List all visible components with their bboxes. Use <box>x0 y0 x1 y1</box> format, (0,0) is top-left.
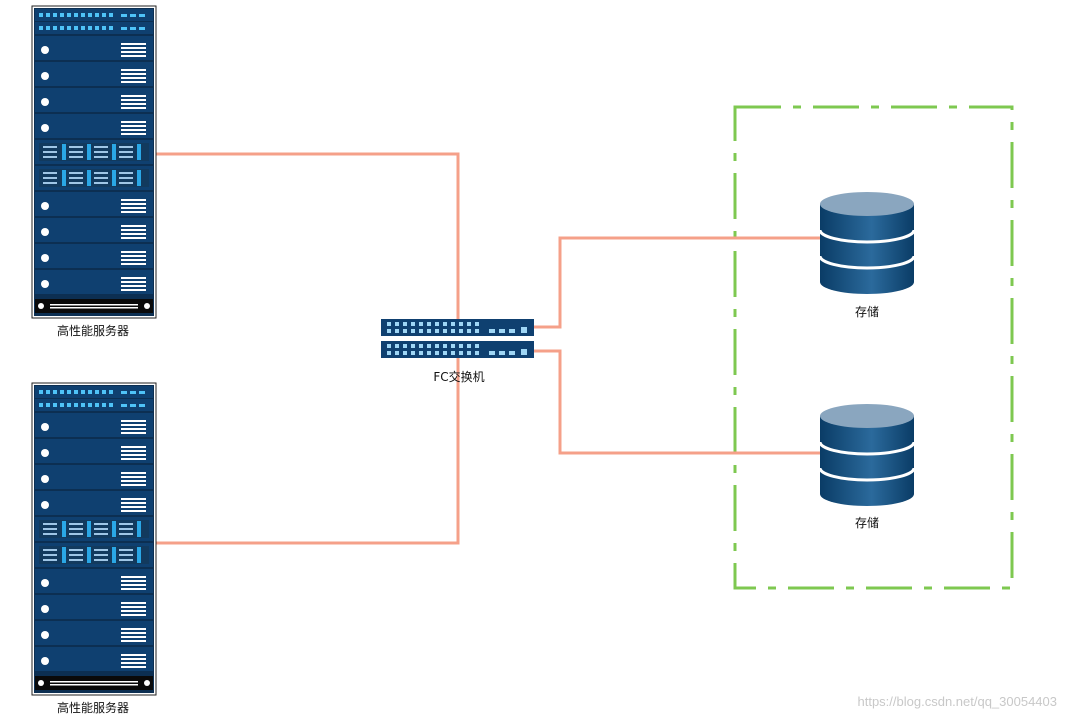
link-server-bottom-switch <box>156 342 460 545</box>
server-rack-bottom-icon <box>32 383 156 695</box>
server-top-label: 高性能服务器 <box>56 324 130 338</box>
storage-bottom-label: 存储 <box>854 516 880 530</box>
fc-switch-label: FC交换机 <box>433 370 485 384</box>
links <box>156 152 820 545</box>
fc-switch-icon <box>381 319 534 358</box>
storage-top-label: 存储 <box>854 305 880 319</box>
link-switch-storage-top <box>534 236 820 329</box>
storage-top-icon <box>818 190 916 296</box>
storage-bottom-icon <box>818 402 916 508</box>
server-bottom-label: 高性能服务器 <box>56 701 130 715</box>
server-rack-top-icon <box>32 6 156 318</box>
link-switch-storage-bottom <box>534 349 820 455</box>
link-server-top-switch <box>156 152 460 331</box>
watermark: https://blog.csdn.net/qq_30054403 <box>857 694 1058 709</box>
storage-group-boundary <box>733 105 1014 590</box>
